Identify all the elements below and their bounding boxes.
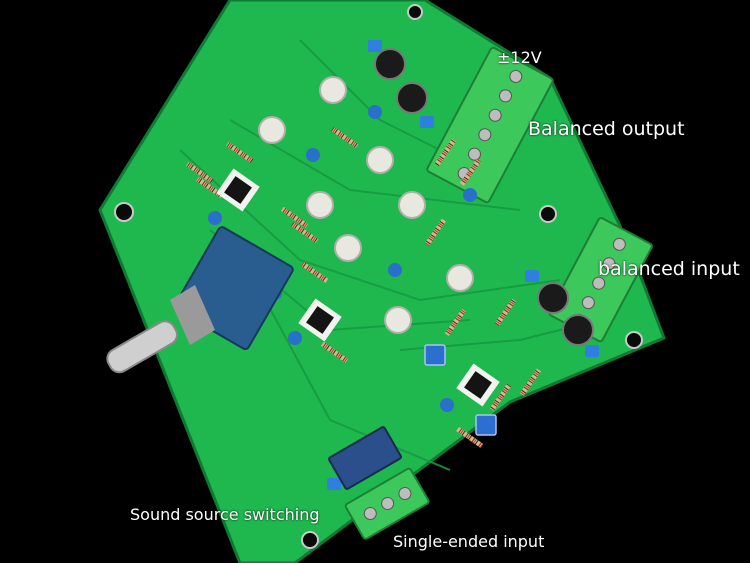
trimmer-pots: [424, 344, 497, 436]
single-ended-input-label: Single-ended input: [393, 532, 545, 551]
pcb-board: [98, 0, 666, 563]
film-capacitors: [327, 40, 599, 490]
balanced-input-label: balanced input: [598, 258, 740, 280]
resistors: [185, 126, 542, 449]
opamp-chips: [216, 168, 500, 407]
sound-source-switching-label: Sound source switching: [130, 505, 320, 524]
supply-voltage-label: ±12V: [497, 48, 542, 67]
terminal-block-bottom: [344, 467, 430, 540]
terminal-block-top: [426, 46, 554, 204]
relay: [328, 426, 402, 490]
electrolytic-capacitors: [208, 48, 594, 412]
balanced-output-label: Balanced output: [528, 118, 685, 140]
transistors: [258, 76, 474, 334]
volume-potentiometer: [106, 226, 294, 374]
